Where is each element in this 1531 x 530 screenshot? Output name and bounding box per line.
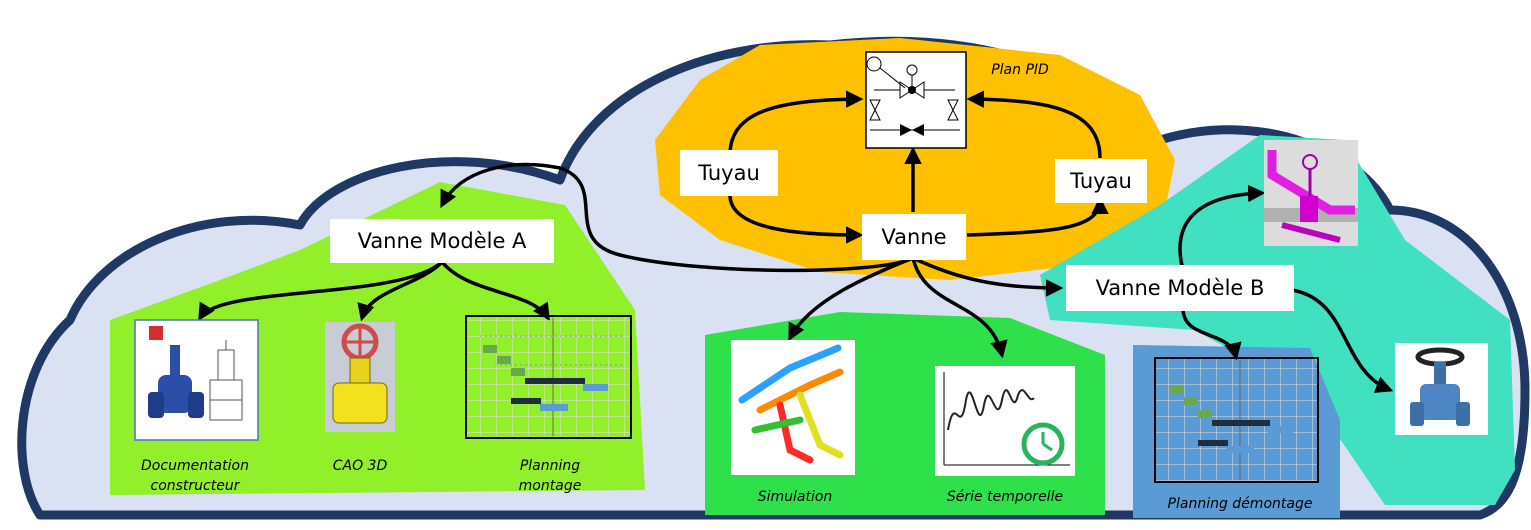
arrow-tuyau-right-to-pid bbox=[966, 90, 1102, 159]
caption-documentation: Documentation constructeur bbox=[120, 456, 270, 496]
caption-serie-temporelle: Série temporelle bbox=[946, 489, 1064, 505]
caption-simulation: Simulation bbox=[757, 489, 833, 505]
caption-planning-line1: Planning bbox=[519, 458, 581, 474]
cad-valve-icon bbox=[325, 322, 395, 432]
node-vanne: Vanne bbox=[862, 214, 966, 260]
gantt-chart-icon bbox=[465, 315, 632, 439]
node-vanne-modele-a: Vanne Modèle A bbox=[330, 219, 554, 263]
arrow-tuyau-left-to-pid bbox=[728, 90, 864, 156]
arrow-vanne-to-serie bbox=[911, 257, 1008, 359]
arrow-vanne-to-model-a bbox=[440, 162, 914, 273]
caption-doc-line2: constructeur bbox=[150, 478, 240, 494]
caption-doc-line1: Documentation bbox=[141, 458, 249, 474]
arrow-vanne-to-model-b bbox=[912, 256, 1064, 297]
node-tuyau-right: Tuyau bbox=[1055, 159, 1147, 203]
arrow-model-b-to-valve-photo bbox=[1291, 288, 1394, 393]
node-tuyau-left: Tuyau bbox=[680, 150, 778, 196]
gantt-demontage-icon bbox=[1154, 357, 1319, 483]
valve-photo-icon bbox=[1395, 343, 1488, 435]
pid-diagram-icon bbox=[865, 51, 967, 149]
arrow-vanne-to-simulation bbox=[788, 256, 914, 342]
valve-documentation-icon bbox=[134, 319, 259, 441]
caption-planning-montage: Planning montage bbox=[505, 456, 595, 496]
arrow-model-b-to-demontage bbox=[1181, 309, 1242, 361]
arrow-model-a-to-doc bbox=[198, 260, 444, 321]
arrow-vanne-to-tuyau-right bbox=[966, 196, 1109, 237]
arrow-model-b-to-piping bbox=[1178, 184, 1266, 271]
arrow-model-a-to-planning bbox=[440, 260, 550, 321]
node-vanne-modele-b: Vanne Modèle B bbox=[1066, 265, 1294, 311]
arrow-tuyau-left-to-vanne bbox=[728, 194, 864, 244]
pipe-simulation-icon bbox=[731, 340, 855, 475]
caption-planning-line2: montage bbox=[518, 478, 582, 494]
piping-3d-icon bbox=[1264, 140, 1358, 246]
diagram-arrows bbox=[198, 90, 1394, 393]
caption-planning-demontage: Planning démontage bbox=[1167, 496, 1313, 512]
time-series-clock-icon bbox=[935, 366, 1075, 476]
caption-cao-3d: CAO 3D bbox=[332, 458, 388, 474]
arrow-model-a-to-cao bbox=[357, 260, 444, 322]
caption-plan-pid: Plan PID bbox=[991, 62, 1049, 78]
